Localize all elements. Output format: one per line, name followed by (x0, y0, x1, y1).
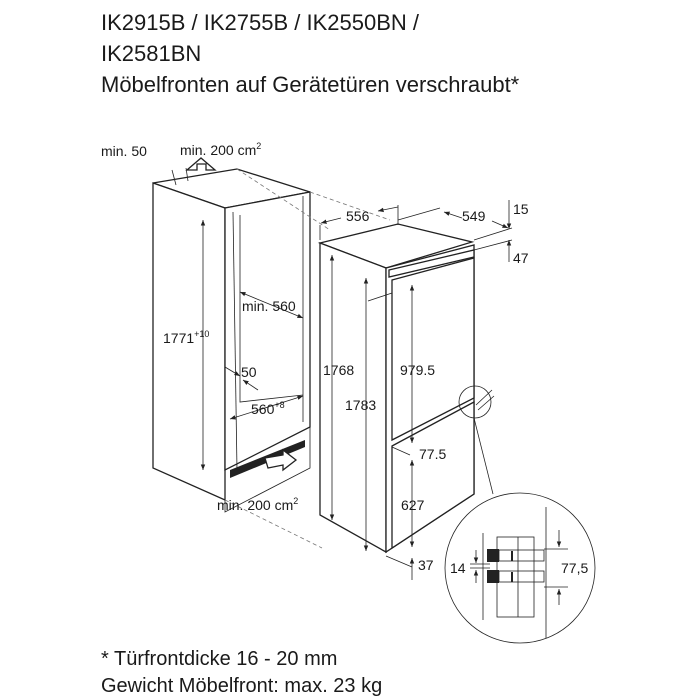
lower-door-label: 627 (401, 497, 425, 513)
vent-bottom-label: min. 200 cm2 (217, 496, 298, 513)
hinge-detail (444, 492, 596, 644)
model-list-line1: IK2915B / IK2755B / IK2550BN / (101, 10, 419, 35)
fridge-appliance (317, 200, 513, 580)
niche-gap-label: 50 (241, 364, 257, 380)
bottom-offset-label: 37 (418, 557, 434, 573)
subtitle: Möbelfronten auf Gerätetüren verschraubt… (101, 72, 520, 97)
door-gap-label: 77.5 (419, 446, 446, 462)
niche-depth-label: min. 560 (242, 298, 296, 314)
upper-door-label: 979.5 (400, 362, 435, 378)
model-list-line2: IK2581BN (101, 41, 202, 66)
min-50-label: min. 50 (101, 143, 147, 159)
depth-label: 549 (462, 208, 486, 224)
niche-width-label: 560+8 (251, 400, 285, 417)
width-label: 556 (346, 208, 370, 224)
door-thickness-note: * Türfrontdicke 16 - 20 mm (101, 648, 338, 670)
total-height-label: 1783 (345, 397, 376, 413)
top-gap-label: 15 (513, 201, 529, 217)
vent-arrow-in-icon (264, 448, 298, 472)
detail-spacing-label: 77,5 (561, 560, 588, 576)
detail-marker-circle (458, 385, 492, 419)
niche-height-label: 1771+10 (163, 329, 209, 346)
weight-note: Gewicht Möbelfront: max. 23 kg (101, 675, 383, 697)
body-height-label: 1768 (323, 362, 354, 378)
top-offset-label: 47 (513, 250, 529, 266)
niche-cabinet (152, 157, 391, 549)
vent-arrow-up-icon (185, 157, 217, 171)
detail-gap-label: 14 (450, 560, 466, 576)
vent-top-label: min. 200 cm2 (180, 141, 261, 158)
